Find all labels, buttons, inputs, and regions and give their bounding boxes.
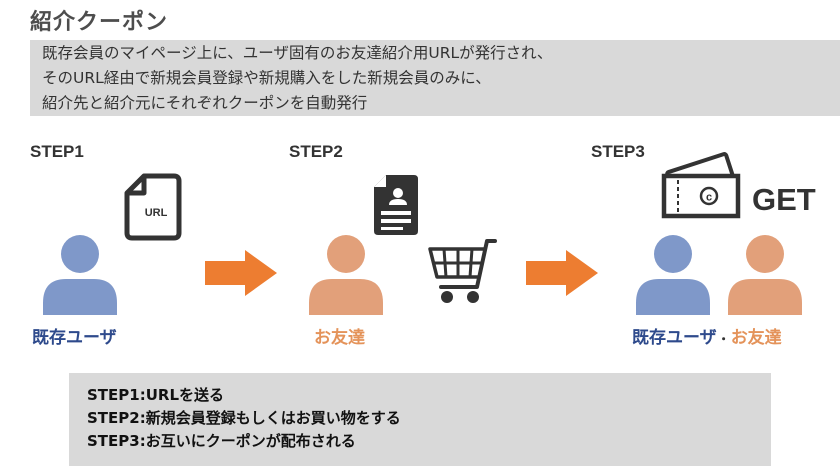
summary-step2: STEP2:新規会員登録もしくはお買い物をする xyxy=(87,409,401,427)
summary-step3: STEP3:お互いにクーポンが配布される xyxy=(87,432,356,450)
summary-step1: STEP1:URLを送る xyxy=(87,386,224,404)
page-title: 紹介クーポン xyxy=(30,10,169,35)
description-box: 既存会員のマイページ上に、ユーザ固有のお友達紹介用URLが発行され、 そのURL… xyxy=(30,40,840,116)
arrow-right-icon xyxy=(526,250,598,296)
step3-caption: 既存ユーザ・お友達 xyxy=(632,323,782,348)
step3-caption-existing-user: 既存ユーザ xyxy=(632,328,717,348)
step1-label: STEP1 xyxy=(30,142,84,161)
coupon-ticket-icon: c xyxy=(661,152,741,219)
get-label: GET xyxy=(752,182,816,217)
existing-user-person-icon xyxy=(43,235,117,315)
friend-person-icon xyxy=(309,235,383,315)
shopping-cart-icon xyxy=(428,239,497,303)
description-line: 既存会員のマイページ上に、ユーザ固有のお友達紹介用URLが発行され、 xyxy=(42,44,553,62)
step2-caption: お友達 xyxy=(314,328,365,348)
step3-caption-friend: お友達 xyxy=(730,328,782,348)
step2-label: STEP2 xyxy=(289,142,343,161)
step1-caption: 既存ユーザ xyxy=(32,328,117,348)
svg-text:c: c xyxy=(706,192,712,204)
registration-form-icon xyxy=(374,175,418,235)
existing-user-person-icon xyxy=(636,235,710,315)
description-line: 紹介先と紹介元にそれぞれクーポンを自動発行 xyxy=(42,94,368,112)
url-document-icon: URL xyxy=(124,173,182,241)
step3-label: STEP3 xyxy=(591,142,645,161)
friend-person-icon xyxy=(728,235,802,315)
url-icon-text: URL xyxy=(145,207,168,219)
description-line: そのURL経由で新規会員登録や新規購入をした新規会員のみに、 xyxy=(42,69,491,87)
summary-box: STEP1:URLを送る STEP2:新規会員登録もしくはお買い物をする STE… xyxy=(69,373,771,466)
arrow-right-icon xyxy=(205,250,277,296)
step3-caption-separator: ・ xyxy=(717,332,730,346)
